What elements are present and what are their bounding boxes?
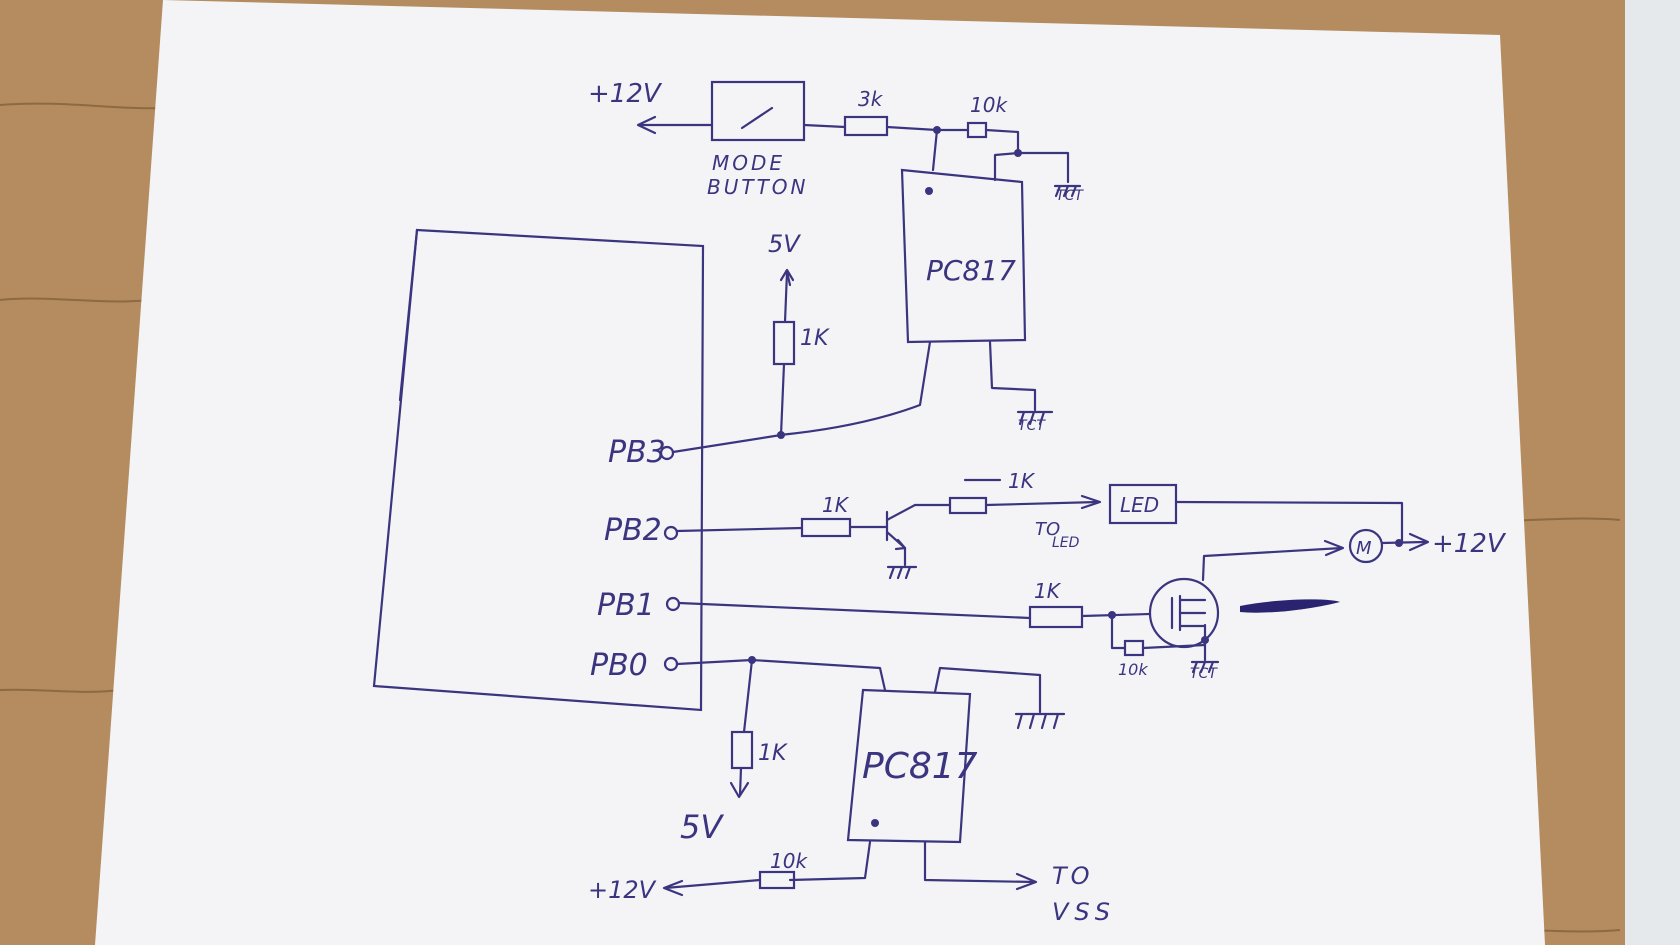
wire-pb1-1k	[677, 601, 1032, 620]
scribbled-out-text	[1240, 599, 1340, 613]
mosfet-symbol	[1170, 594, 1207, 632]
wire-pb0-1k	[742, 658, 754, 734]
label-to-led-2: LED	[1052, 535, 1080, 551]
label-motor: M	[1356, 538, 1372, 559]
label-r-1k-led: 1K	[1008, 469, 1036, 493]
optocoupler-bottom-pin1-dot	[871, 819, 879, 827]
label-optocoupler-bottom: PC817	[862, 746, 978, 787]
wire-1k-5v-bottom	[738, 766, 743, 797]
mode-button-switch	[740, 106, 774, 130]
label-gnd-top-right: TCT	[1056, 188, 1084, 204]
label-r-1k-pb1: 1K	[1034, 579, 1062, 603]
label-supply-top: +12V	[588, 79, 663, 109]
arrow-to-led	[1080, 494, 1102, 510]
label-r-3k: 3k	[858, 87, 884, 111]
led-box	[1108, 483, 1178, 525]
wire-pb0	[675, 658, 887, 692]
arrow-right-12v	[1408, 532, 1430, 552]
label-r-1k-pb2: 1K	[822, 493, 850, 517]
label-mode-button-2: BUTTON	[707, 175, 809, 199]
wire-pb2-1k	[675, 526, 804, 533]
wire-opto-bottom-gnd	[933, 666, 1042, 714]
node-motor-supply	[1395, 539, 1403, 547]
wire-mcu-left-tail	[398, 228, 419, 402]
label-supply-bottom: +12V	[588, 876, 657, 904]
label-to-led: TO	[1035, 519, 1060, 540]
label-supply-right: +12V	[1432, 529, 1507, 559]
label-v5-bottom: 5V	[680, 808, 724, 846]
wire-1k-pb3node	[779, 362, 786, 437]
right-edge-object	[1625, 0, 1680, 945]
wood-grain	[0, 102, 1621, 933]
ground-symbol-transistor	[886, 565, 918, 580]
node-source	[1201, 636, 1209, 644]
wire-v5-1k	[783, 270, 789, 324]
label-optocoupler-top: PC817	[926, 254, 1016, 287]
wire-gate-10k	[1110, 613, 1127, 650]
label-to-vss: TO	[1052, 862, 1094, 890]
label-gnd-opto-top: TCT	[1018, 418, 1046, 434]
label-r-10k-top: 10k	[970, 93, 1008, 117]
ground-symbol-opto-bottom	[1014, 712, 1066, 730]
label-r-1k-pullup-top: 1K	[800, 326, 830, 351]
pin-pb2-dot	[663, 525, 679, 541]
ground-symbol-opto-top	[1016, 410, 1054, 426]
arrow-drain-to-motor	[1323, 539, 1345, 557]
wire-motor-supply	[1380, 540, 1427, 545]
arrow-top-12v	[636, 115, 657, 135]
label-pin-pb1: PB1	[597, 588, 655, 623]
wire-node-opto	[931, 128, 939, 172]
label-pin-pb0: PB0	[590, 648, 648, 683]
optocoupler-top-body	[900, 168, 1027, 344]
wire-opto-bottom-10k	[788, 840, 872, 882]
label-r-10k-gate: 10k	[1118, 660, 1148, 679]
label-pin-pb2: PB2	[604, 513, 662, 548]
wire-1k-to-led	[984, 500, 1100, 507]
wire-led-to-supply	[1174, 500, 1404, 544]
label-led: LED	[1120, 493, 1159, 517]
label-to-vss-2: VSS	[1052, 898, 1116, 926]
wire-10k-12v-bottom	[663, 878, 762, 890]
arrow-12v-bottom	[662, 879, 684, 897]
ground-symbol-mosfet	[1190, 643, 1220, 674]
label-r-10k-bottom: 10k	[770, 849, 808, 873]
paper-sheet	[95, 0, 1545, 945]
transistor-npn	[885, 503, 917, 551]
microcontroller-body	[372, 228, 705, 712]
label-r-1k-pullup-bottom: 1K	[758, 741, 788, 766]
arrow-v5-bottom	[729, 781, 750, 799]
ground-symbol-top-right	[1053, 184, 1082, 198]
mode-button-box	[710, 80, 806, 142]
wire-drain-to-motor	[1201, 546, 1344, 582]
optocoupler-top-pin1-dot	[925, 187, 933, 195]
arrow-to-vss	[1015, 872, 1038, 891]
label-v5-top: 5V	[768, 230, 801, 258]
motor-symbol	[1348, 528, 1384, 564]
label-mode-button: MODE	[712, 151, 785, 175]
wire-3k-node	[885, 125, 939, 132]
wire-pb3	[671, 433, 783, 454]
label-pin-pb3: PB3	[608, 435, 666, 470]
wire-opto-bottom-vss	[923, 840, 1037, 884]
wire-opto-top-pin	[993, 151, 1020, 182]
wire-opto-top-collector	[778, 340, 932, 437]
wire-opto-top-gnd	[988, 340, 1037, 412]
wire-button-3k	[802, 123, 847, 129]
label-gnd-mosfet: TCT	[1190, 666, 1218, 682]
